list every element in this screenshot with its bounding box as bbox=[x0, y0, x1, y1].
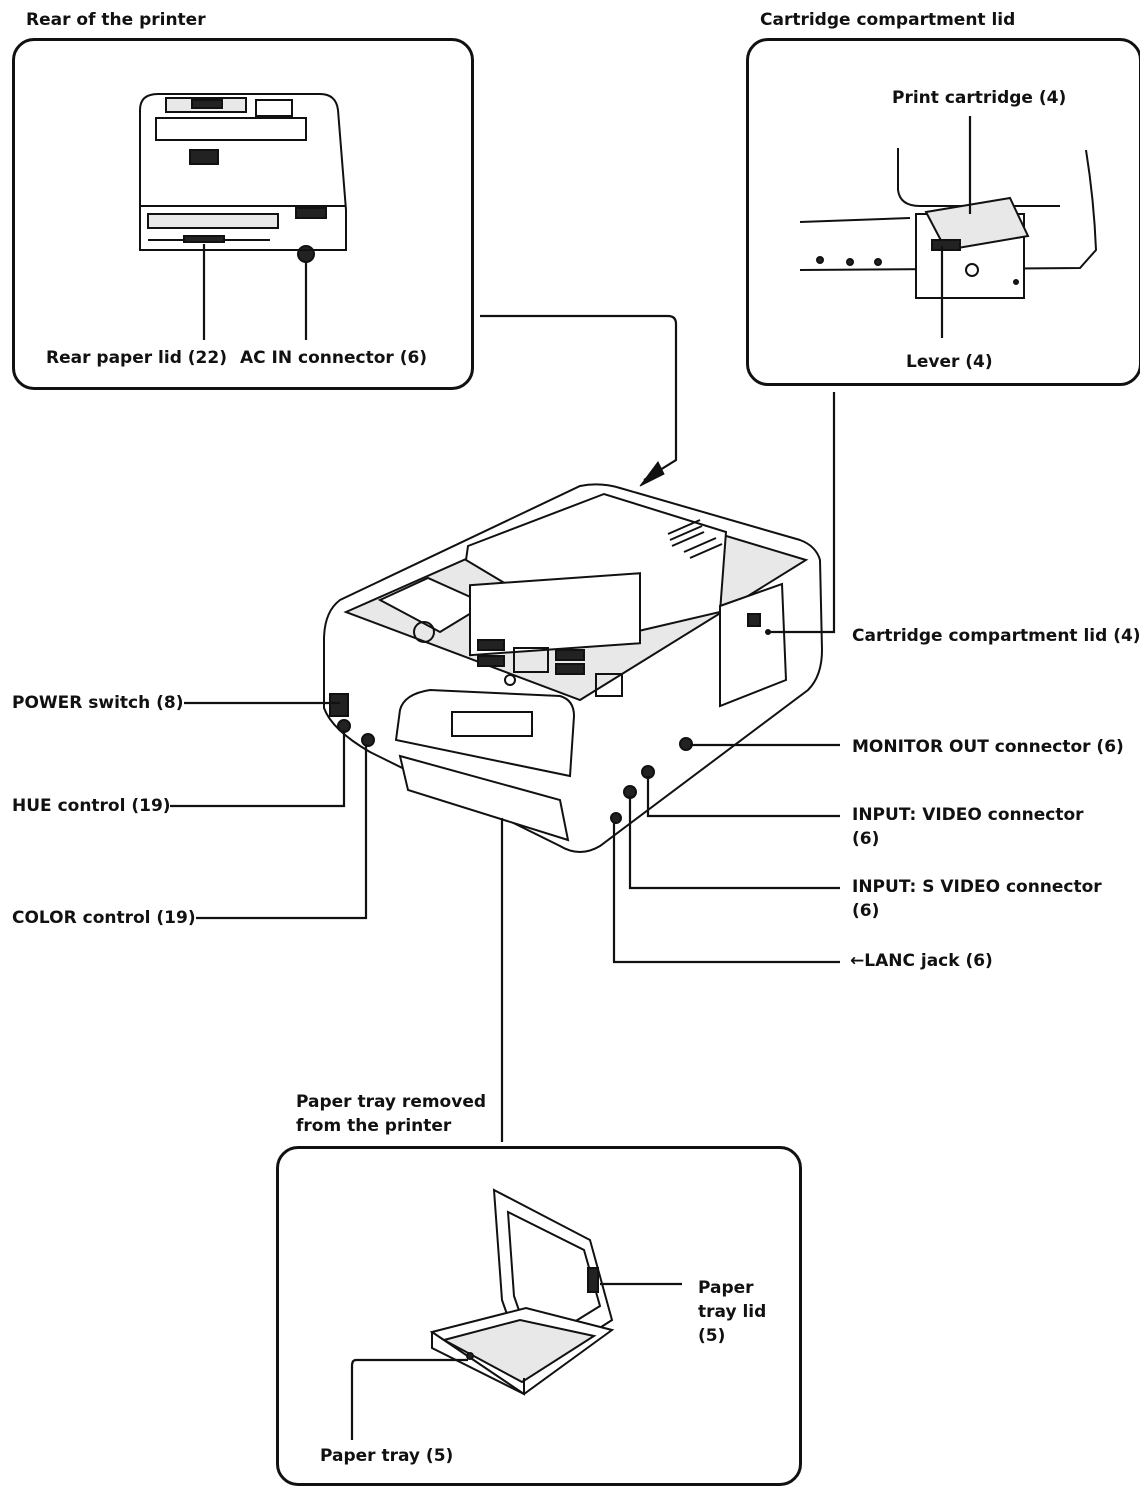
video-input-label-line1: INPUT: VIDEO connector bbox=[852, 805, 1084, 825]
svideo-input-label-line1: INPUT: S VIDEO connector bbox=[852, 877, 1102, 897]
paper-tray-lid-label-line3: (5) bbox=[698, 1326, 726, 1346]
tray-panel-title-line2: from the printer bbox=[296, 1116, 452, 1136]
power-switch-label: POWER switch (8) bbox=[12, 693, 184, 713]
paper-tray-lid-label-line1: Paper bbox=[698, 1278, 754, 1298]
video-input-label-line2: (6) bbox=[852, 829, 880, 849]
lever-label: Lever (4) bbox=[906, 352, 993, 372]
cartridge-panel-title: Cartridge compartment lid bbox=[760, 10, 1016, 30]
rear-paper-lid-label: Rear paper lid (22) bbox=[46, 348, 227, 368]
hue-control-label: HUE control (19) bbox=[12, 796, 171, 816]
cartridge-illustration bbox=[799, 148, 1098, 299]
lanc-jack-text: LANC jack (6) bbox=[864, 951, 993, 971]
lanc-jack-label: ←LANC jack (6) bbox=[850, 949, 993, 973]
ac-in-connector-label: AC IN connector (6) bbox=[240, 348, 428, 368]
rear-vent-icon bbox=[189, 149, 219, 165]
print-cartridge-label: Print cartridge (4) bbox=[892, 88, 1067, 108]
paper-tray-label: Paper tray (5) bbox=[320, 1446, 454, 1466]
cartridge-lid-label: Cartridge compartment lid (4) bbox=[852, 626, 1140, 646]
svideo-input-label-line2: (6) bbox=[852, 901, 880, 921]
color-control-label: COLOR control (19) bbox=[12, 908, 196, 928]
paper-tray-lid-label-line2: tray lid bbox=[698, 1302, 767, 1322]
rear-printer-illustration bbox=[139, 93, 347, 263]
top-vent-icon bbox=[667, 519, 723, 559]
rear-panel-title: Rear of the printer bbox=[26, 10, 206, 30]
tray-panel-title-line1: Paper tray removed bbox=[296, 1092, 487, 1112]
lanc-icon: ← bbox=[850, 951, 865, 971]
monitor-out-label: MONITOR OUT connector (6) bbox=[852, 737, 1124, 757]
